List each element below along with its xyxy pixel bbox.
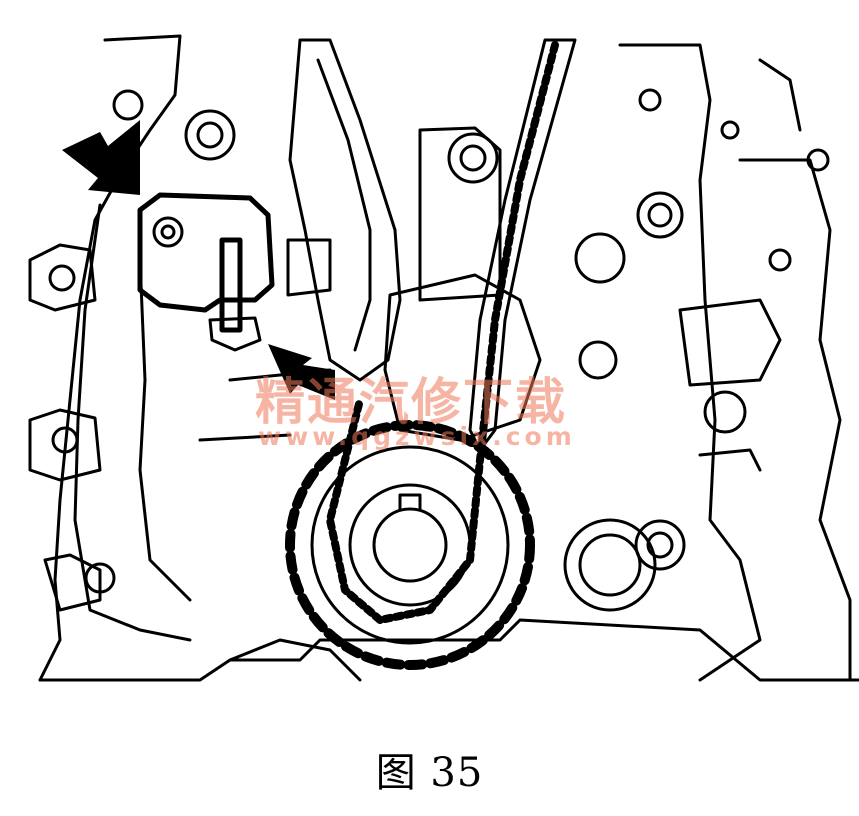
watermark-url: www.qgzwsix.com <box>258 422 576 451</box>
idler-pulley <box>563 518 657 612</box>
chain-guide-right <box>468 38 577 452</box>
arrow-icon <box>62 120 140 195</box>
engine-cover-outline <box>38 34 182 682</box>
chain-guide-left <box>288 38 402 382</box>
timing-chain <box>326 41 559 624</box>
chain-tensioner <box>137 192 275 313</box>
watermark-title: 精通汽修下载 <box>255 372 567 431</box>
arrow-icon <box>268 344 335 400</box>
crankshaft-sprocket <box>285 420 535 670</box>
figure-caption: 图 35 <box>375 750 484 796</box>
